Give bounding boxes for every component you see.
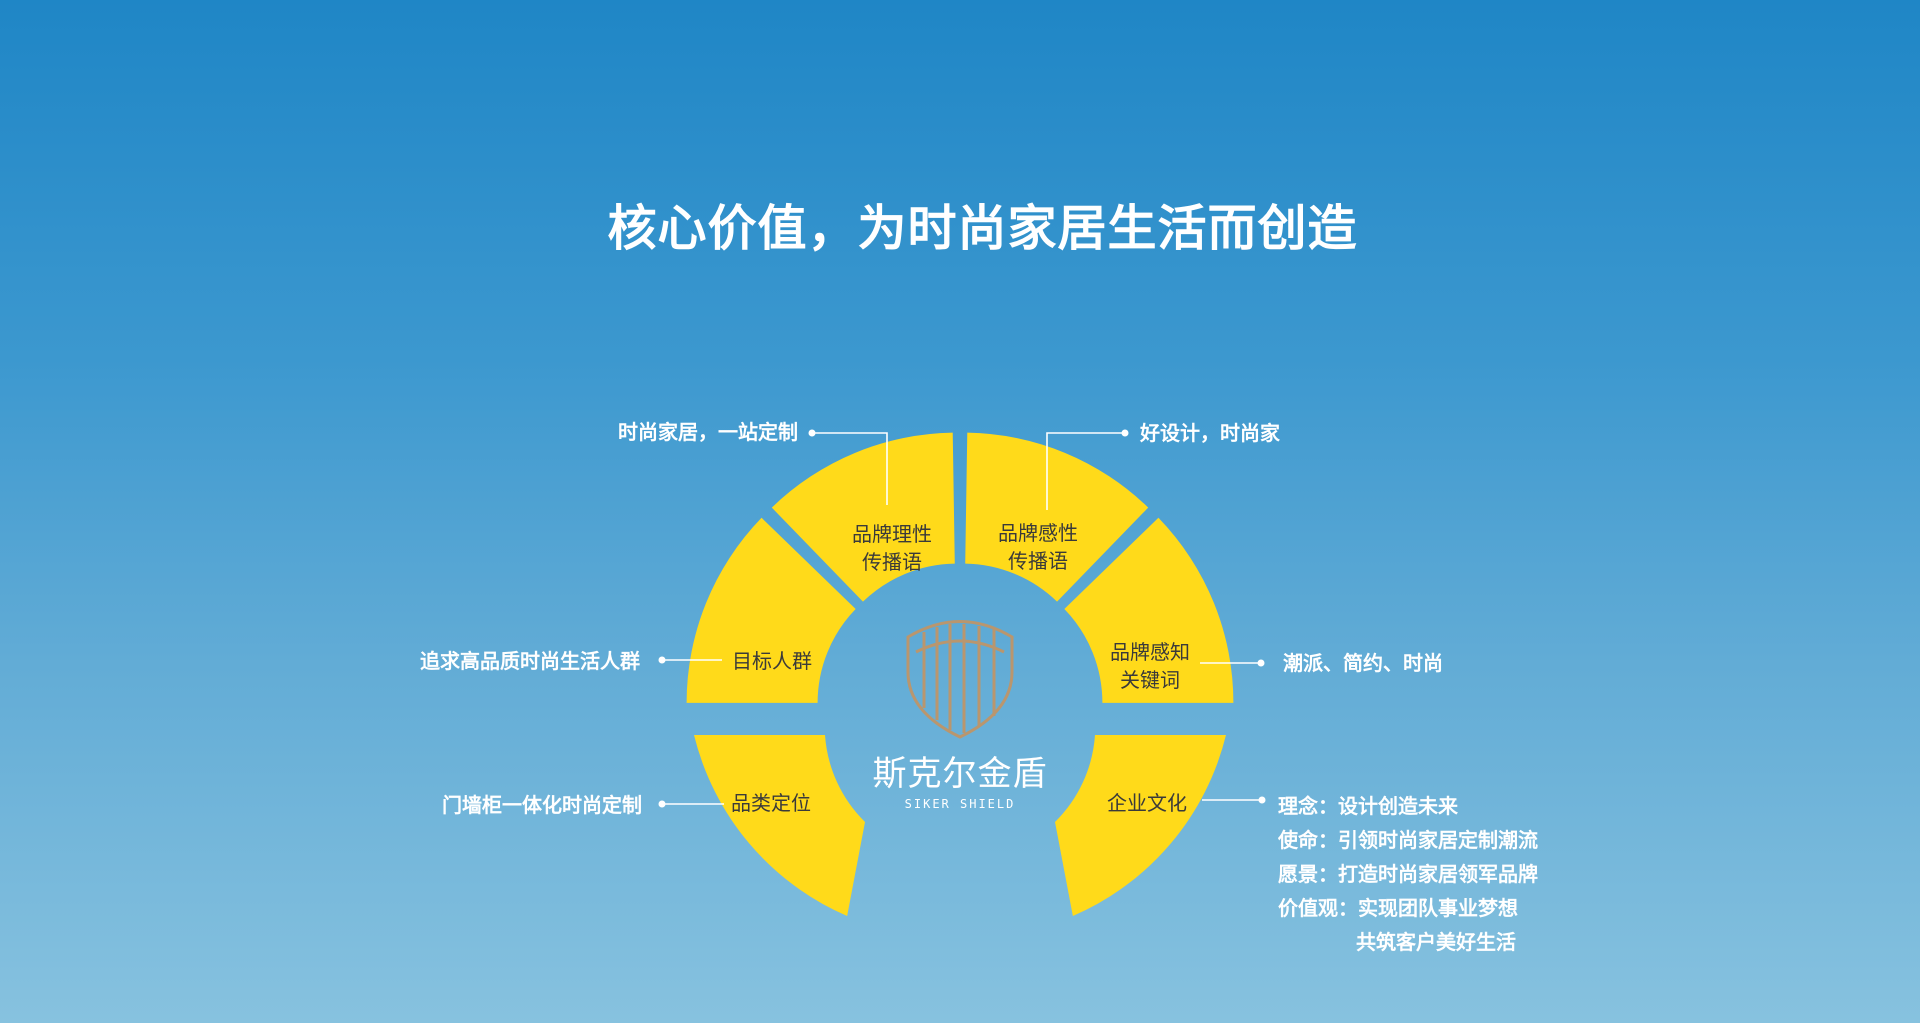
connector-dot [1258, 796, 1266, 804]
page-title: 核心价值，为时尚家居生活而创造 [607, 200, 1358, 257]
culture-item: 理念：设计创造未来 [1278, 794, 1458, 818]
segment-label-brand-rational: 品牌理性传播语 [852, 522, 932, 574]
segment-label-culture: 企业文化 [1107, 791, 1187, 815]
siker-shield-logo: 斯克尔金盾 SIKER SHIELD [873, 620, 1048, 811]
connectors [658, 429, 1266, 808]
culture-item: 使命：引领时尚家居定制潮流 [1278, 828, 1538, 852]
segment-category [694, 735, 865, 916]
segment-brand-keywords [1064, 517, 1234, 703]
segment-label-category: 品类定位 [731, 791, 811, 815]
connector-dot [658, 656, 666, 664]
segment-culture [1055, 735, 1226, 916]
connector-brand-rational [812, 432, 888, 505]
note-brand-keywords: 潮派、简约、时尚 [1283, 651, 1443, 675]
culture-list: 理念：设计创造未来 使命：引领时尚家居定制潮流 愿景：打造时尚家居领军品牌 价值… [1278, 789, 1538, 959]
connector-brand-emotional [1046, 432, 1125, 510]
note-brand-rational: 时尚家居，一站定制 [618, 420, 798, 444]
culture-item: 共筑客户美好生活 [1356, 930, 1516, 954]
shield-icon [906, 620, 1014, 739]
culture-item: 价值观：实现团队事业梦想 [1278, 896, 1518, 920]
segment-brand-emotional [965, 432, 1149, 602]
connector-dot [1121, 429, 1129, 437]
connector-dot [1257, 659, 1265, 667]
logo-name-cn: 斯克尔金盾 [873, 754, 1048, 794]
segment-brand-rational [771, 432, 955, 602]
connector-dot [658, 800, 666, 808]
segment-label-brand-emotional: 品牌感性传播语 [998, 521, 1078, 573]
segment-label-brand-keywords: 品牌感知关键词 [1110, 640, 1190, 692]
segment-ring [686, 432, 1234, 916]
note-category: 门墙柜一体化时尚定制 [442, 793, 642, 817]
segment-label-target-audience: 目标人群 [732, 649, 812, 673]
segment-labels: 品牌理性传播语 品牌感性传播语 目标人群 品牌感知关键词 品类定位 企业文化 [731, 521, 1190, 815]
logo-name-en: SIKER SHIELD [905, 797, 1016, 811]
connector-dot [808, 429, 816, 437]
note-target-audience: 追求高品质时尚生活人群 [420, 649, 640, 673]
note-brand-emotional: 好设计，时尚家 [1140, 421, 1280, 445]
segment-target-audience [686, 517, 856, 703]
culture-item: 愿景：打造时尚家居领军品牌 [1278, 862, 1538, 886]
